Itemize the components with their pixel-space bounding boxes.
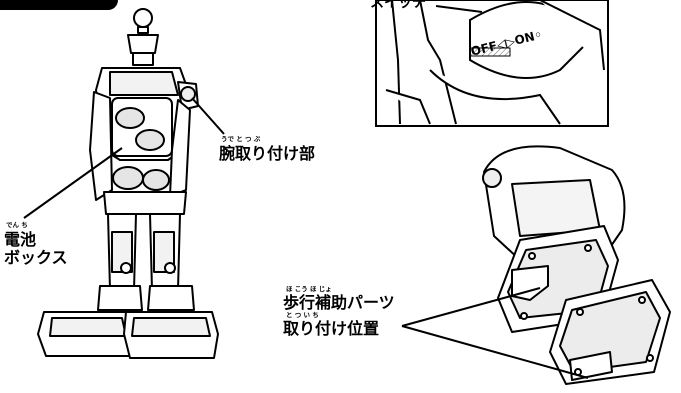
switch-label: スイッチ bbox=[370, 0, 426, 11]
arm-mount-ruby: うで と つ ぶ bbox=[221, 135, 261, 143]
walk-aid-ruby-2: と つ い ち bbox=[286, 311, 319, 319]
walk-aid-label-line2: 取り付け位置 bbox=[283, 319, 380, 338]
arm-mount-label: 腕取り付け部 bbox=[219, 144, 316, 163]
corner-tag bbox=[0, 0, 118, 10]
leader-lines bbox=[23, 5, 589, 379]
robot-body bbox=[37, 8, 219, 359]
walk-aid-ruby-1: ほ こう ほ じょ bbox=[286, 285, 332, 293]
battery-label-line1: 電池 bbox=[4, 230, 37, 249]
battery-label-line2: ボックス bbox=[4, 248, 68, 267]
walk-aid-label-line1: 歩行補助パーツ bbox=[283, 293, 395, 312]
battery-ruby: でん ち bbox=[6, 221, 28, 229]
walking-aid-robot bbox=[482, 145, 671, 385]
switch-closeup bbox=[375, 0, 609, 127]
